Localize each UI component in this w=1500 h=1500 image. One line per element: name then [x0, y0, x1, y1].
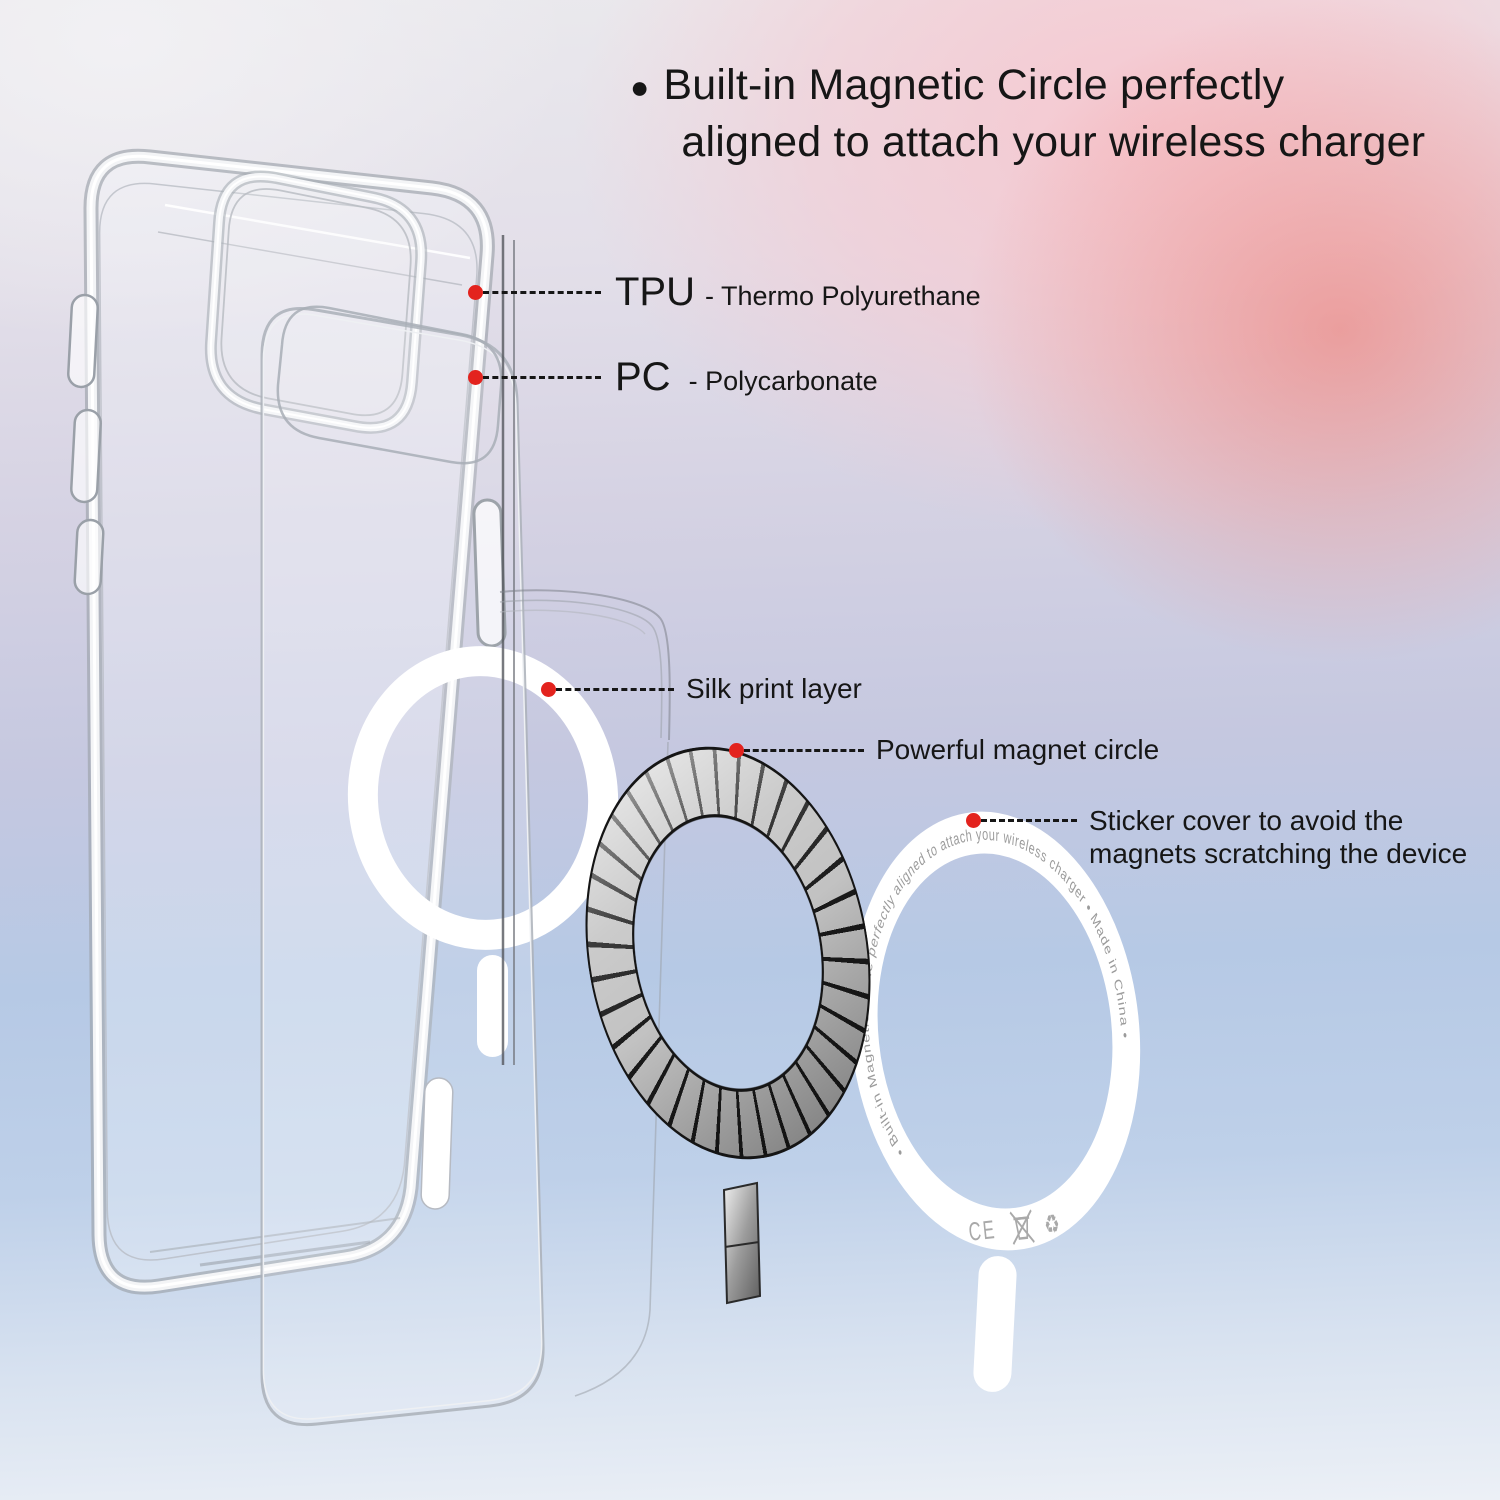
antenna-pill	[420, 1077, 454, 1210]
bottom-port-line	[149, 1217, 401, 1253]
callout-dash-line	[483, 376, 601, 379]
sticker-symbols: CE ♻	[967, 1209, 1061, 1247]
callout-dash-line	[981, 819, 1077, 822]
weee-icon	[1009, 1209, 1035, 1246]
callout-pc-label: PC	[615, 355, 671, 399]
callout-dash-line	[744, 748, 864, 752]
headline-line1: Built-in Magnetic Circle perfectly	[663, 61, 1285, 109]
side-buttons	[67, 293, 105, 596]
silk-print-ring	[347, 646, 619, 1057]
callout-silk: Silk print layer	[541, 673, 862, 705]
callout-dot-icon	[468, 285, 483, 300]
camera-cutout-inner	[276, 305, 503, 465]
film-layer-edge	[499, 589, 671, 1397]
bullet-icon: ●	[630, 69, 650, 105]
phone-case-inner-plate	[260, 235, 671, 1427]
callout-dot-icon	[966, 813, 981, 828]
callout-dot-icon	[541, 681, 556, 697]
sticker-bar	[973, 1256, 1017, 1392]
bottom-port-line	[199, 1240, 371, 1267]
callout-sticker: Sticker cover to avoid the magnets scrat…	[966, 804, 1467, 870]
glass-streak	[157, 231, 463, 286]
callout-pc-sublabel: - Polycarbonate	[688, 366, 878, 396]
callout-pc: PC - Polycarbonate	[468, 355, 878, 400]
callout-dash-line	[556, 687, 674, 691]
callout-silk-label: Silk print layer	[686, 673, 862, 704]
callout-sticker-line2: magnets scratching the device	[1089, 838, 1468, 869]
callout-dash-line	[483, 291, 601, 294]
ce-mark: CE	[967, 1214, 998, 1246]
sticker-ring: • Built-in Magnetic Circle perfectly ali…	[838, 811, 1143, 1251]
callout-tpu: TPU - Thermo Polyurethane	[468, 270, 981, 315]
callout-dot-icon	[729, 742, 744, 758]
callout-tpu-label: TPU	[615, 270, 695, 314]
callout-magnet-label: Powerful magnet circle	[876, 734, 1160, 765]
headline: ● Built-in Magnetic Circle perfectly ali…	[630, 57, 1425, 171]
headline-line2: aligned to attach your wireless charger	[681, 118, 1426, 166]
callout-sticker-label: Sticker cover to avoid the magnets scrat…	[1089, 804, 1467, 870]
recycle-icon: ♻	[1043, 1209, 1061, 1240]
callout-tpu-sublabel: - Thermo Polyurethane	[705, 281, 981, 311]
callout-magnet: Powerful magnet circle	[729, 734, 1159, 766]
callout-sticker-line1: Sticker cover to avoid the	[1089, 805, 1404, 836]
silk-print-bar	[477, 955, 508, 1057]
callout-dot-icon	[468, 370, 483, 385]
magnet-alignment-bar	[722, 1181, 762, 1305]
